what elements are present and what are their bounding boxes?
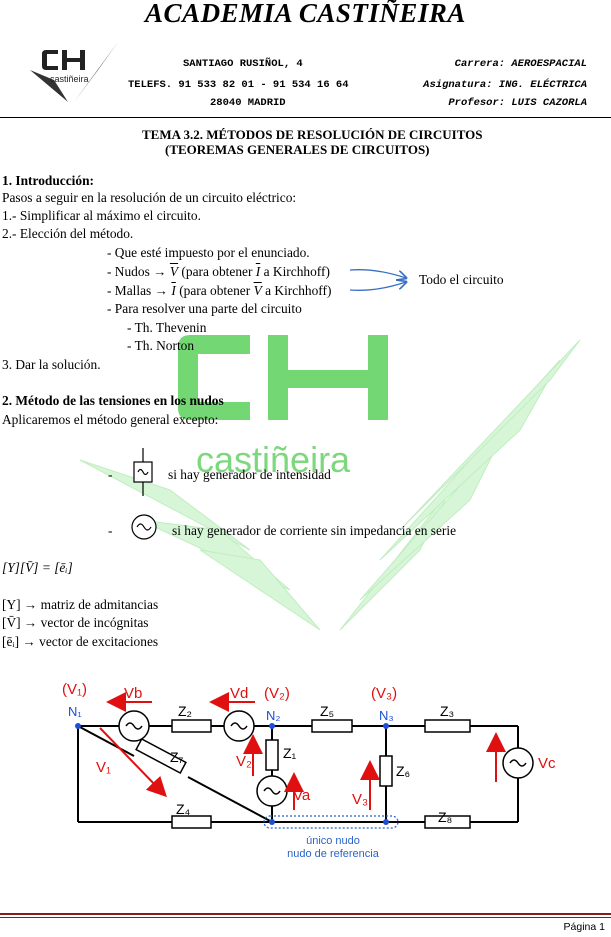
reference-node-outline	[263, 815, 399, 829]
address-line: SANTIAGO RUSIÑOL, 4	[183, 58, 303, 70]
option-nudos-b: (para obtener	[181, 264, 253, 279]
option-norton: - Th. Norton	[127, 338, 195, 353]
option-nudos-a: - Nudos →	[107, 264, 167, 279]
z1-label: Z₁	[283, 745, 297, 761]
city-line: 28040 MADRID	[210, 97, 286, 109]
step-2: 2.- Elección del método.	[2, 226, 134, 241]
section2-heading: 2. Método de las tensiones en los nudos	[2, 393, 224, 408]
z8-label: Z₈	[438, 809, 452, 825]
current-source-icon	[133, 448, 153, 496]
career: Carrera: AEROESPACIAL	[454, 58, 587, 70]
sources	[118, 710, 534, 807]
subject: Asignatura: ING. ELÉCTRICA	[423, 79, 587, 91]
circuit-diagram: (V₁) Vb Vd (V₂) (V₃) V₁ V₂ Va V₃ Vc N₁ N…	[62, 681, 556, 860]
option-part: - Para resolver una parte del circuito	[107, 301, 302, 316]
v-symbol: V	[253, 283, 262, 298]
v3-top-label: (V₃)	[371, 685, 397, 702]
voltage-arrows	[99, 692, 506, 810]
option-mallas: - Mallas → I (para obtener V a Kirchhoff…	[107, 282, 331, 300]
z5-label: Z₅	[320, 703, 334, 719]
v1-mid-label: V₁	[96, 759, 111, 776]
option-mallas-b: (para obtener	[179, 283, 251, 298]
n2-label: N₂	[266, 708, 280, 723]
exception-2-dash: -	[108, 523, 113, 538]
impedances	[135, 719, 471, 829]
header-rule	[0, 117, 611, 118]
reference-node-label-2: nudo de referencia	[287, 848, 380, 860]
page-number: Página 1	[563, 921, 605, 933]
v3-mid-label: V₃	[352, 791, 368, 808]
reference-node-label-1: único nudo	[306, 835, 360, 847]
voltage-source-icon	[131, 514, 157, 540]
watermark-logo: castiñeira	[79, 335, 581, 631]
va-label: Va	[293, 787, 311, 804]
v1-top-label: (V₁)	[62, 681, 87, 698]
nodes	[75, 723, 389, 825]
def-excitations: [ēᵢ] → vector de excitaciones	[2, 634, 159, 649]
logo-text: castiñeira	[50, 74, 89, 84]
exception-1: si hay generador de intensidad	[168, 467, 331, 482]
footer-rule-thin	[0, 917, 611, 918]
academy-logo: castiñeira	[30, 42, 118, 102]
nodal-equation: [Y][V̄] = [ēᵢ]	[2, 560, 73, 575]
topic-line-1: TEMA 3.2. MÉTODOS DE RESOLUCIÓN DE CIRCU…	[142, 127, 483, 142]
exception-1-dash: -	[108, 467, 113, 482]
i-symbol: I	[255, 264, 261, 279]
section2-intro: Aplicaremos el método general excepto:	[2, 412, 219, 427]
option-mallas-c: a Kirchhoff)	[265, 283, 332, 298]
z6-label: Z₆	[396, 763, 410, 779]
section1-heading: 1. Introducción:	[2, 173, 95, 188]
z2-label: Z₂	[178, 703, 192, 719]
n3-label: N₃	[379, 708, 394, 723]
exception-2: si hay generador de corriente sin impeda…	[172, 523, 457, 538]
i-symbol: I	[171, 283, 176, 298]
def-admittance: [Y] → matriz de admitancias	[2, 597, 159, 612]
v-symbol: V	[169, 264, 179, 279]
professor: Profesor: LUIS CAZORLA	[448, 97, 587, 109]
step-3: 3. Dar la solución.	[2, 357, 101, 372]
watermark-text: castiñeira	[196, 439, 351, 480]
n1-label: N₁	[68, 704, 82, 719]
z3-label: Z₃	[440, 703, 454, 719]
v2-top-label: (V₂)	[264, 685, 290, 702]
option-nudos: - Nudos → V (para obtener I a Kirchhoff)	[107, 263, 330, 281]
vb-label: Vb	[124, 685, 142, 702]
vc-label: Vc	[538, 755, 556, 772]
def-unknowns: [V̄] → vector de incógnitas	[2, 615, 149, 630]
step-1: 1.- Simplificar al máximo el circuito.	[2, 208, 201, 223]
option-mallas-a: - Mallas →	[107, 283, 168, 298]
z7-label: Z₇	[170, 749, 184, 765]
option-nudos-c: a Kirchhoff)	[263, 264, 330, 279]
academy-title: ACADEMIA CASTIÑEIRA	[145, 0, 466, 28]
v2-mid-label: V₂	[236, 753, 252, 770]
topic-line-2: (TEOREMAS GENERALES DE CIRCUITOS)	[165, 142, 430, 157]
footer-rule-thick	[0, 913, 611, 915]
phone-line: TELEFS. 91 533 82 01 - 91 534 16 64	[128, 79, 349, 91]
whole-circuit-label: Todo el circuito	[419, 272, 504, 287]
option-enunciado: - Que esté impuesto por el enunciado.	[107, 245, 310, 260]
z4-label: Z₄	[176, 801, 191, 817]
vd-label: Vd	[230, 685, 248, 702]
blue-arrows	[349, 269, 416, 291]
section1-intro: Pasos a seguir en la resolución de un ci…	[2, 190, 297, 205]
option-thevenin: - Th. Thevenin	[127, 320, 207, 335]
